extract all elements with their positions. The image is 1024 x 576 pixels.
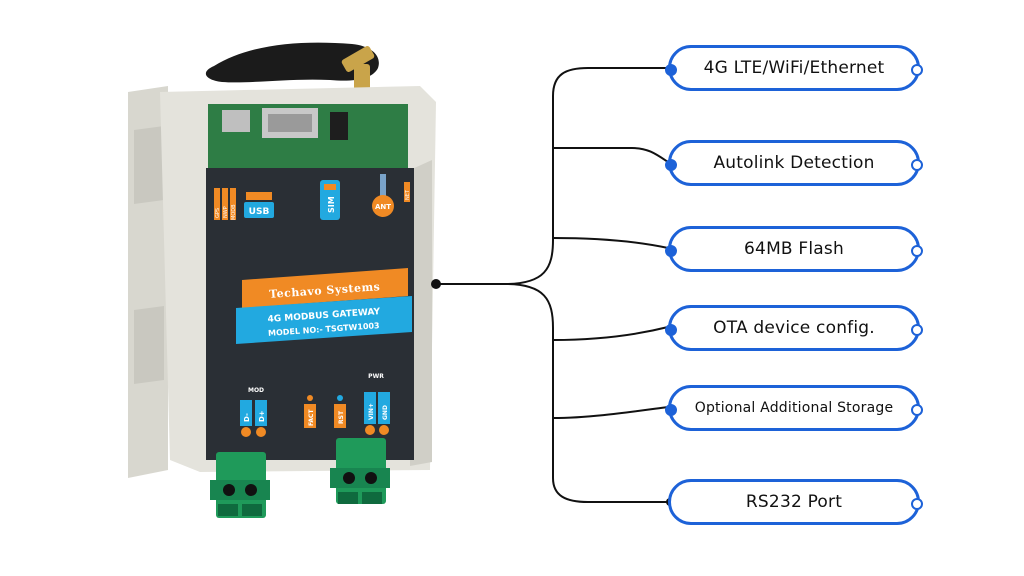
- pill-end-dot: [911, 64, 923, 76]
- rst-label: RST: [338, 410, 345, 424]
- pill-end-dot: [911, 245, 923, 257]
- feature-ota-device-config: OTA device config.: [665, 305, 923, 351]
- mod-terminal-block: [210, 452, 270, 518]
- sim-label: SIM: [327, 196, 336, 213]
- led-label-4: NET: [405, 189, 411, 200]
- pill-end-dot: [911, 324, 923, 336]
- terminal-labels: D- D+ FACT RST VIN+ GND: [240, 392, 390, 428]
- feature-rs232-port: RS232 Port: [668, 479, 923, 525]
- feature-autolink-detection: Autolink Detection: [665, 140, 923, 186]
- fact-label: FACT: [308, 409, 315, 426]
- feature-label: Optional Additional Storage: [694, 400, 894, 416]
- led-label-1: GPS: [215, 208, 221, 218]
- led-label-2: NWP: [223, 206, 229, 218]
- connector-spine-bottom: [552, 328, 668, 503]
- vin-plus-label: VIN+: [368, 403, 375, 420]
- sim-slot-label: SIM: [320, 180, 340, 220]
- pill-start-dot: [665, 404, 677, 416]
- connector-lines: [436, 67, 669, 503]
- pill-start-dot: [665, 64, 677, 76]
- feature-64mb-flash: 64MB Flash: [665, 226, 923, 272]
- led-label-3: MODB: [231, 204, 237, 220]
- pill-start-dot: [665, 159, 677, 171]
- usb-label: USB: [249, 207, 270, 217]
- pill-end-dot: [911, 404, 923, 416]
- mod-label: MOD: [248, 387, 264, 394]
- pill-start-dot: [665, 245, 677, 257]
- feature-label: 64MB Flash: [744, 239, 844, 259]
- led-tags: GPS NWP MODB: [214, 188, 237, 220]
- pwr-terminal-block: [330, 438, 390, 504]
- pwr-label: PWR: [368, 373, 384, 380]
- pill-start-dot: [665, 324, 677, 336]
- gnd-label: GND: [382, 405, 389, 420]
- usb-port-label: USB: [244, 192, 274, 218]
- feature-optional-additional-storage: Optional Additional Storage: [665, 385, 923, 431]
- connector-spine-top: [552, 67, 668, 240]
- feature-label: Autolink Detection: [713, 153, 875, 173]
- d-minus-label: D-: [243, 413, 251, 422]
- feature-label: RS232 Port: [745, 492, 843, 512]
- connector-branch-3: [552, 237, 669, 249]
- pill-end-dot: [911, 498, 923, 510]
- d-plus-label: D+: [258, 410, 266, 422]
- antenna-port-label: ANT: [372, 174, 394, 217]
- connector-lower-curve: [504, 283, 554, 329]
- connector-branch-4: [552, 326, 669, 341]
- connector-branch-5: [552, 406, 669, 419]
- feature-label: OTA device config.: [713, 318, 875, 338]
- brand-banner: Techavo Systems 4G MODBUS GATEWAY MODEL …: [236, 268, 412, 344]
- connector-origin-dot: [431, 279, 441, 289]
- feature-4g-lte-wifi-ethernet: 4G LTE/WiFi/Ethernet: [665, 45, 923, 91]
- connector-branch-2: [553, 147, 669, 163]
- ant-label: ANT: [375, 203, 391, 211]
- connector-upper-curve: [504, 239, 554, 285]
- front-panel: GPS NWP MODB USB SIM ANT NET Techavo: [206, 168, 414, 460]
- feature-label: 4G LTE/WiFi/Ethernet: [703, 58, 885, 78]
- pill-end-dot: [911, 159, 923, 171]
